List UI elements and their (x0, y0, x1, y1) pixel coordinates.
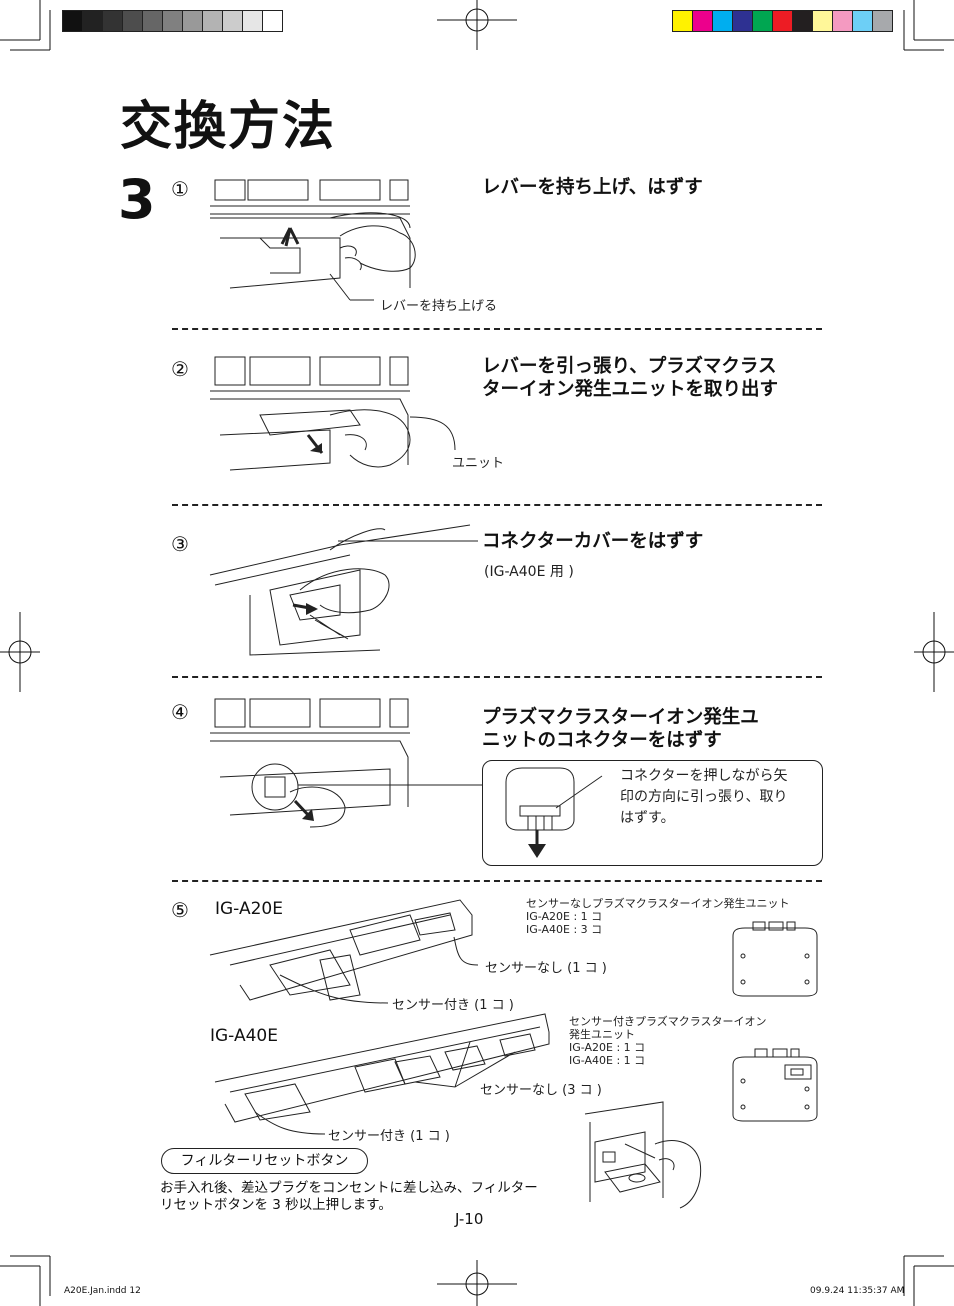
callout-a40e-no-sensor: センサーなし (3 コ ) (480, 1083, 602, 1098)
color-swatch (872, 10, 893, 32)
disconnect-connector-illustration (210, 698, 482, 828)
filter-reset-button-label: フィルターリセットボタン (161, 1148, 368, 1174)
connector-box-line: 印の方向に引っ張り、取り (620, 789, 788, 805)
unit-info-with-sensor: センサー付きプラズマクラスターイオン 発生ユニット IG-A20E : 1 コ … (569, 1015, 767, 1067)
unit-info-line: センサー付きプラズマクラスターイオン (569, 1015, 767, 1028)
divider (172, 880, 822, 882)
unit-info-line: IG-A20E : 1 コ (526, 910, 603, 923)
unit-info-line: センサーなしプラズマクラスターイオン発生ユニット (526, 897, 790, 910)
unit-with-sensor-illustration (732, 1048, 818, 1122)
unit-no-sensor-illustration (732, 921, 818, 997)
reset-instructions-line: リセットボタンを 3 秒以上押します。 (160, 1197, 392, 1213)
callout-lift-lever: レバーを持ち上げる (380, 299, 498, 314)
reset-instructions: お手入れ後、差込プラグをコンセントに差し込み、フィルター リセットボタンを 3 … (160, 1180, 538, 1214)
ig-a20e-illustration (209, 899, 479, 1004)
gray-swatch (262, 10, 283, 32)
substep-4-heading-line2: ニットのコネクターをはずす (482, 730, 722, 751)
unit-info-line: 発生ユニット (569, 1028, 635, 1041)
connector-box-line: はずす。 (620, 810, 675, 826)
divider (172, 676, 822, 678)
callout-a40e-with-sensor: センサー付き (1 コ ) (328, 1129, 450, 1144)
ig-a40e-illustration (214, 1013, 550, 1135)
substep-5-marker: ⑤ (171, 898, 189, 922)
substep-4-heading-line1: プラズマクラスターイオン発生ユ (482, 707, 759, 728)
substep-2-heading-line2: ターイオン発生ユニットを取り出す (482, 379, 779, 400)
unit-info-no-sensor: センサーなしプラズマクラスターイオン発生ユニット IG-A20E : 1 コ I… (526, 897, 790, 936)
step-number: 3 (118, 168, 156, 231)
model-ig-a40e: IG-A40E (210, 1026, 278, 1046)
unit-info-line: IG-A20E : 1 コ (569, 1041, 646, 1054)
substep-3-note: (IG-A40E 用 ) (484, 564, 574, 580)
callout-a20e-no-sensor: センサーなし (1 コ ) (485, 961, 607, 976)
pull-unit-illustration (210, 356, 456, 471)
connector-box-line: コネクターを押しながら矢 (620, 768, 788, 784)
substep-3-heading: コネクターカバーをはずす (482, 531, 704, 552)
connector-detail-illustration (505, 767, 603, 858)
divider (172, 504, 822, 506)
lever-lift-illustration (210, 179, 416, 301)
callout-a20e-with-sensor: センサー付き (1 コ ) (392, 998, 514, 1013)
substep-1-marker: ① (171, 177, 189, 201)
connector-box-text: コネクターを押しながら矢 印の方向に引っ張り、取り はずす。 (620, 766, 787, 829)
substep-2-heading-line1: レバーを引っ張り、プラズマクラス (482, 356, 777, 377)
substep-3-marker: ③ (171, 532, 189, 556)
connector-cover-illustration (209, 524, 478, 656)
substep-1-heading: レバーを持ち上げ、はずす (482, 177, 703, 198)
page-title: 交換方法 (120, 97, 337, 157)
divider (172, 328, 822, 330)
page-number: J-10 (455, 1210, 484, 1228)
unit-info-line: IG-A40E : 1 コ (569, 1054, 646, 1067)
model-ig-a20e: IG-A20E (215, 899, 283, 919)
unit-info-line: IG-A40E : 3 コ (526, 923, 603, 936)
reset-instructions-line: お手入れ後、差込プラグをコンセントに差し込み、フィルター (160, 1180, 538, 1196)
footer-timestamp: 09.9.24 11:35:37 AM (810, 1286, 905, 1296)
reset-button-illustration (584, 1101, 702, 1209)
footer-file-info: A20E.Jan.indd 12 (64, 1286, 141, 1296)
substep-2-marker: ② (171, 357, 189, 381)
substep-4-marker: ④ (171, 700, 189, 724)
callout-unit: ユニット (452, 456, 505, 471)
